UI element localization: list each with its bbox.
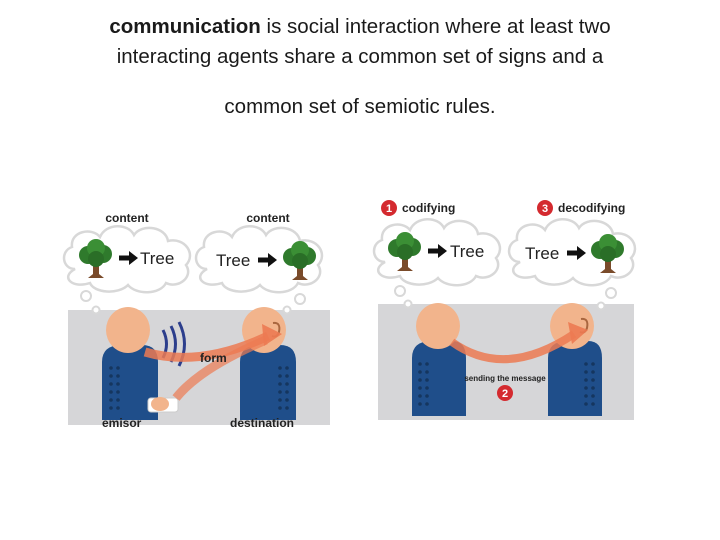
thought-bubble-dot [403, 299, 413, 309]
emisor-label: emisor [102, 416, 142, 430]
content-label-right: content [246, 211, 289, 225]
thought-bubble-dot [80, 290, 92, 302]
step-badge-3 [537, 200, 553, 216]
thought-bubble-dot [91, 305, 101, 315]
left-diagram: content content Tree Tree [62, 211, 330, 430]
thought-bubble-dot [605, 287, 617, 299]
codifying-label: codifying [402, 201, 455, 215]
step-number-3: 3 [542, 203, 548, 215]
heading-keyword: communication [109, 15, 261, 38]
emisor-person [102, 307, 158, 420]
step-number-1: 1 [386, 203, 392, 215]
form-arrow-writing [172, 335, 268, 401]
step-badge-2 [497, 385, 513, 401]
tree-word-left: Tree [450, 242, 484, 261]
form-arrow-head [262, 324, 282, 346]
content-label-left: content [105, 211, 148, 225]
thought-bubble-dot [596, 301, 606, 311]
form-label: form [200, 351, 227, 365]
thought-bubble-dot [282, 305, 292, 315]
heading-line-3: common set of semiotic rules. [224, 95, 496, 118]
heading-line-1-rest: is social interaction where at least two [260, 15, 611, 38]
step-number-2: 2 [502, 388, 508, 400]
destination-label: destination [230, 416, 294, 430]
heading-line-1: communication is social interaction wher… [20, 12, 700, 72]
step-badge-1 [381, 200, 397, 216]
thought-bubble-dot [294, 293, 306, 305]
sending-label: sending the message [464, 374, 546, 383]
thought-bubble-dot [394, 285, 406, 297]
right-diagram: 1 codifying 3 decodifying Tree Tree [372, 200, 637, 420]
decodifying-label: decodifying [558, 201, 625, 215]
message-arrow [449, 330, 577, 364]
hand [151, 397, 169, 411]
tree-word-right: Tree [525, 244, 559, 263]
tree-word-right: Tree [216, 251, 250, 270]
sound-wave-icon [177, 321, 186, 367]
sender-person [412, 303, 466, 416]
tree-word-left: Tree [140, 249, 174, 268]
heading-line-2: interacting agents share a common set of… [116, 45, 604, 68]
message-arrow-head [568, 322, 588, 344]
